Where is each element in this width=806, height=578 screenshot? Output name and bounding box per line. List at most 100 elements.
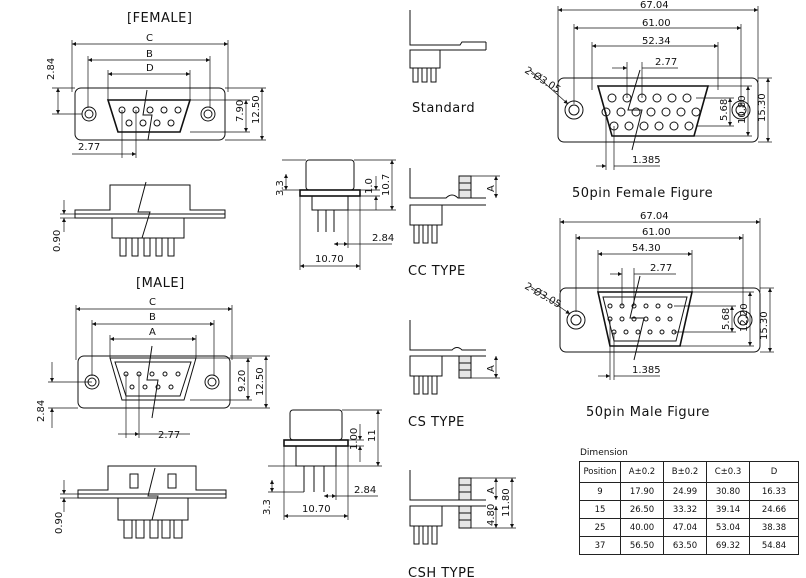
cc-caption: CC TYPE [408,264,466,279]
csh-caption: CSH TYPE [408,566,475,578]
dim-label: 52.34 [642,36,671,47]
cc-type-view: A CC TYPE [408,168,500,279]
female-caption: [FEMALE] [127,11,192,26]
table-cell: 9 [579,482,621,501]
dimension-table-title: Dimension [580,448,628,458]
50pin-female-figure: 67.04 61.00 52.34 2.77 2-Ø3.05 5.68 10.8… [522,0,772,201]
table-row: 25 40.00 47.04 53.04 38.38 [579,518,799,537]
table-cell: 56.50 [620,536,664,555]
dim-label: 2-Ø3.05 [522,64,562,95]
table-cell: 24.99 [663,482,707,501]
dim-label: 61.00 [642,18,671,29]
table-cell: 38.38 [749,518,799,537]
dim-label: B [149,312,156,323]
dim-label: 7.90 [235,100,246,122]
standard-caption: Standard [412,101,475,116]
dim-label: D [146,63,154,74]
dim-label: A [486,365,497,372]
dim-label: 2.84 [354,485,376,496]
dim-label: A [486,185,497,192]
table-cell: 26.50 [620,500,664,519]
male-caption: [MALE] [136,276,185,291]
male-profile-view: 1.00 11 2.84 3.3 10.70 [262,409,382,520]
dim-label: 67.04 [640,0,669,11]
dim-label: 15.30 [759,311,770,340]
dim-label: 2.77 [650,263,672,274]
table-header: Position [579,461,621,483]
table-row: 37 56.50 63.50 69.32 54.84 [579,536,799,555]
dim-label: 2.77 [78,142,100,153]
dim-label: 0.90 [52,230,63,252]
dim-label: A [486,487,497,494]
table-cell: 63.50 [663,536,707,555]
table-cell: 40.00 [620,518,664,537]
dim-label: 10.7 [381,174,392,196]
dimension-table-grid: Position A±0.2 B±0.2 C±0.3 D 9 17.90 24.… [579,461,799,555]
dim-label: 1.385 [632,365,661,376]
dim-label: 2.77 [158,430,180,441]
dim-label: 10.70 [315,254,344,265]
table-cell: 53.04 [706,518,750,537]
female-figure-caption: 50pin Female Figure [572,186,713,201]
dim-label: 3.3 [275,180,286,196]
dim-label: A [149,327,156,338]
dim-label: 2-Ø3.05 [523,280,564,310]
dim-label: 2.84 [46,58,57,80]
standard-type-view: Standard [409,10,487,116]
dim-label: 12.50 [255,367,266,396]
table-header: A±0.2 [620,461,664,483]
dim-label: 10.70 [302,504,331,515]
table-cell: 47.04 [663,518,707,537]
dim-label: 1.00 [349,428,360,450]
dim-label: 5.68 [721,308,732,330]
dim-label: 12.20 [739,303,750,332]
dim-label: C [146,33,153,44]
dim-label: 1.385 [632,155,661,166]
dim-label: 2.84 [372,233,394,244]
table-cell: 39.14 [706,500,750,519]
table-cell: 69.32 [706,536,750,555]
table-cell: 17.90 [620,482,664,501]
dim-label: 15.30 [757,93,768,122]
dim-label: 11 [367,429,378,442]
dim-label: 54.30 [632,243,661,254]
cs-caption: CS TYPE [408,415,465,430]
dim-label: 12.50 [251,95,262,124]
male-front-view: [MALE] C B A 2.84 9.20 12.50 [36,276,270,441]
male-side-view: 0.90 [54,465,227,539]
male-figure-caption: 50pin Male Figure [586,405,710,420]
50pin-male-figure: 67.04 61.00 54.30 2.77 2-Ø3.05 5.68 12.2… [523,211,774,420]
dim-label: 61.00 [642,227,671,238]
table-cell: 16.33 [749,482,799,501]
dim-label: 10.80 [737,95,748,124]
dim-label: 5.68 [719,99,730,121]
dim-label: B [146,49,153,60]
table-cell: 25 [579,518,621,537]
dim-label: 11.80 [501,488,512,517]
dimension-table: Dimension Position A±0.2 B±0.2 C±0.3 D 9… [579,448,799,555]
female-profile-view: 3.3 1.0 10.7 2.84 10.70 [275,159,396,270]
table-cell: 24.66 [749,500,799,519]
table-cell: 33.32 [663,500,707,519]
dim-label: 1.0 [364,178,375,194]
table-header: D [749,461,799,483]
table-header-row: Position A±0.2 B±0.2 C±0.3 D [579,461,799,483]
dim-label: 2.77 [655,57,677,68]
csh-type-view: A 4.80 11.80 CSH TYPE [408,470,516,578]
dim-label: 2.84 [36,400,47,422]
table-cell: 15 [579,500,621,519]
dim-label: C [149,297,156,308]
cs-type-view: A CS TYPE [408,320,500,430]
dim-label: 9.20 [237,370,248,392]
female-front-view: [FEMALE] C B D 2.84 7.90 12.50 2. [46,11,266,158]
dim-label: 4.80 [486,504,497,526]
table-row: 9 17.90 24.99 30.80 16.33 [579,482,799,501]
table-cell: 30.80 [706,482,750,501]
dim-label: 3.3 [262,499,273,515]
table-cell: 37 [579,536,621,555]
dim-label: 0.90 [54,512,65,534]
table-header: C±0.3 [706,461,750,483]
table-cell: 54.84 [749,536,799,555]
female-side-view: 0.90 [52,181,226,257]
